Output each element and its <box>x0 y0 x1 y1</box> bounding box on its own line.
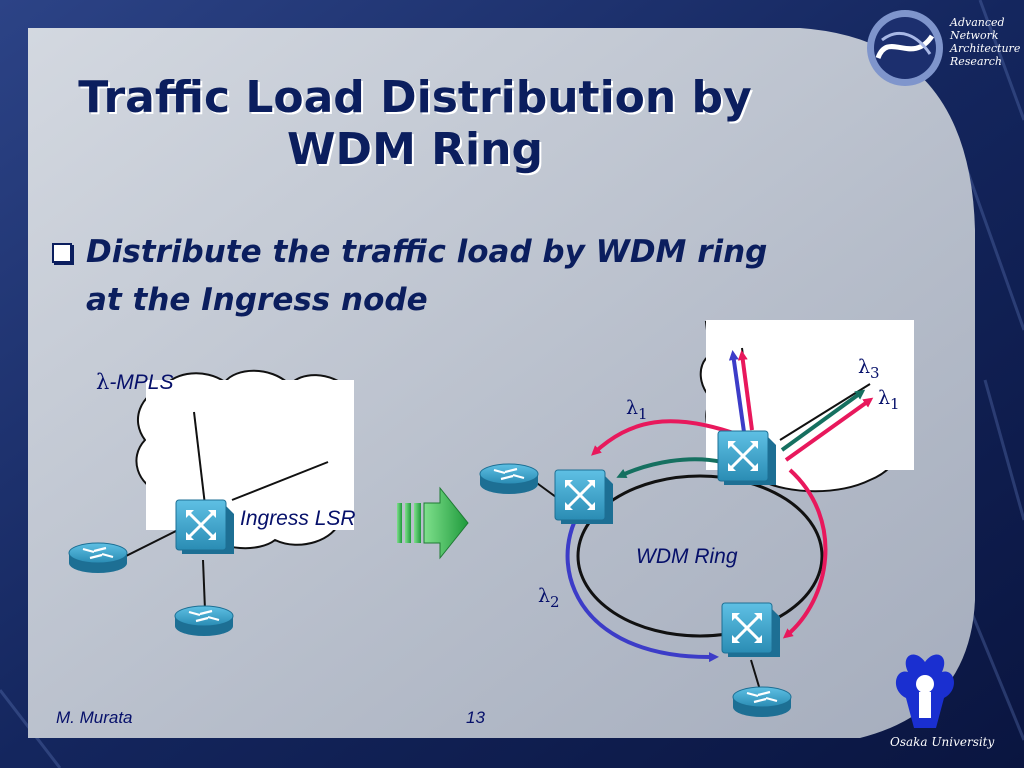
lambda-symbol: λ <box>538 585 551 607</box>
switch-icon <box>716 429 778 487</box>
lambda-up-blue <box>728 350 746 433</box>
link-line <box>193 411 206 506</box>
lab-name-line-1: Advanced <box>950 16 1005 29</box>
lab-name: Advanced Network Architecture Research <box>950 16 1022 68</box>
footer-page-number: 13 <box>466 708 485 727</box>
link-line <box>125 529 179 557</box>
right-wdm-diagram <box>478 320 914 719</box>
lambda-subscript: 1 <box>890 394 900 413</box>
title-line-1: Traffic Load Distribution by <box>78 72 752 123</box>
lambda1-out-label: λ1 <box>878 387 900 413</box>
lambda-subscript: 2 <box>550 592 560 611</box>
slide-title: Traffic Load Distribution by WDM Ring <box>40 72 790 176</box>
bullet-line-1: Distribute the traffic load by WDM ring <box>86 234 768 270</box>
lab-name-line-3: Architecture <box>950 42 1021 55</box>
lambda1-label: λ1 <box>626 397 648 423</box>
osaka-university-logo <box>895 654 955 728</box>
bullet-point: Distribute the traffic load by WDM ring … <box>52 228 912 324</box>
footer-author: M. Murata <box>56 708 133 727</box>
link-line <box>231 461 329 501</box>
title-line-2: WDM Ring <box>287 124 543 175</box>
lambda-subscript: 1 <box>638 404 648 423</box>
anar-lab-logo <box>867 10 943 86</box>
wdm-ring-label: WDM Ring <box>636 545 738 568</box>
lambda-symbol: λ <box>96 370 110 394</box>
university-name: Osaka University <box>890 735 995 749</box>
wdm-ring <box>576 474 824 638</box>
lambda3-label: λ3 <box>858 356 880 382</box>
switch-icon <box>720 601 782 659</box>
content-panel <box>28 28 975 738</box>
lambda-up-pink <box>737 350 754 431</box>
lambda-subscript: 3 <box>870 363 880 382</box>
lambda-symbol: λ <box>858 356 871 378</box>
lambda3-path <box>616 457 723 478</box>
lambda-out-pink <box>784 397 874 462</box>
lambda2-label: λ2 <box>538 585 560 611</box>
router-icon <box>731 685 793 719</box>
lambda-symbol: λ <box>878 387 891 409</box>
ingress-lsr-label: Ingress LSR <box>240 507 356 530</box>
lab-name-line-4: Research <box>950 55 1003 68</box>
lambda-out-green <box>780 389 866 452</box>
lambda-mpls-label: λ-MPLS <box>96 370 174 395</box>
lambda-mpls-text: -MPLS <box>109 371 174 394</box>
router-icon <box>173 604 235 638</box>
checkbox-bullet-icon <box>52 243 72 263</box>
link-line <box>750 659 761 691</box>
lab-name-line-2: Network <box>950 29 999 42</box>
left-mpls-diagram <box>67 369 354 638</box>
router-icon <box>67 541 129 575</box>
lambda1-ring-path <box>782 468 828 639</box>
ingress-lsr-switch-icon <box>174 498 236 556</box>
router-icon <box>478 462 540 496</box>
ingress-switch-icon <box>553 468 615 526</box>
lambda1-path <box>591 419 743 456</box>
bullet-line-2: at the Ingress node <box>86 282 428 318</box>
lambda-symbol: λ <box>626 397 639 419</box>
transition-arrow <box>397 486 469 560</box>
link-line <box>202 559 206 611</box>
